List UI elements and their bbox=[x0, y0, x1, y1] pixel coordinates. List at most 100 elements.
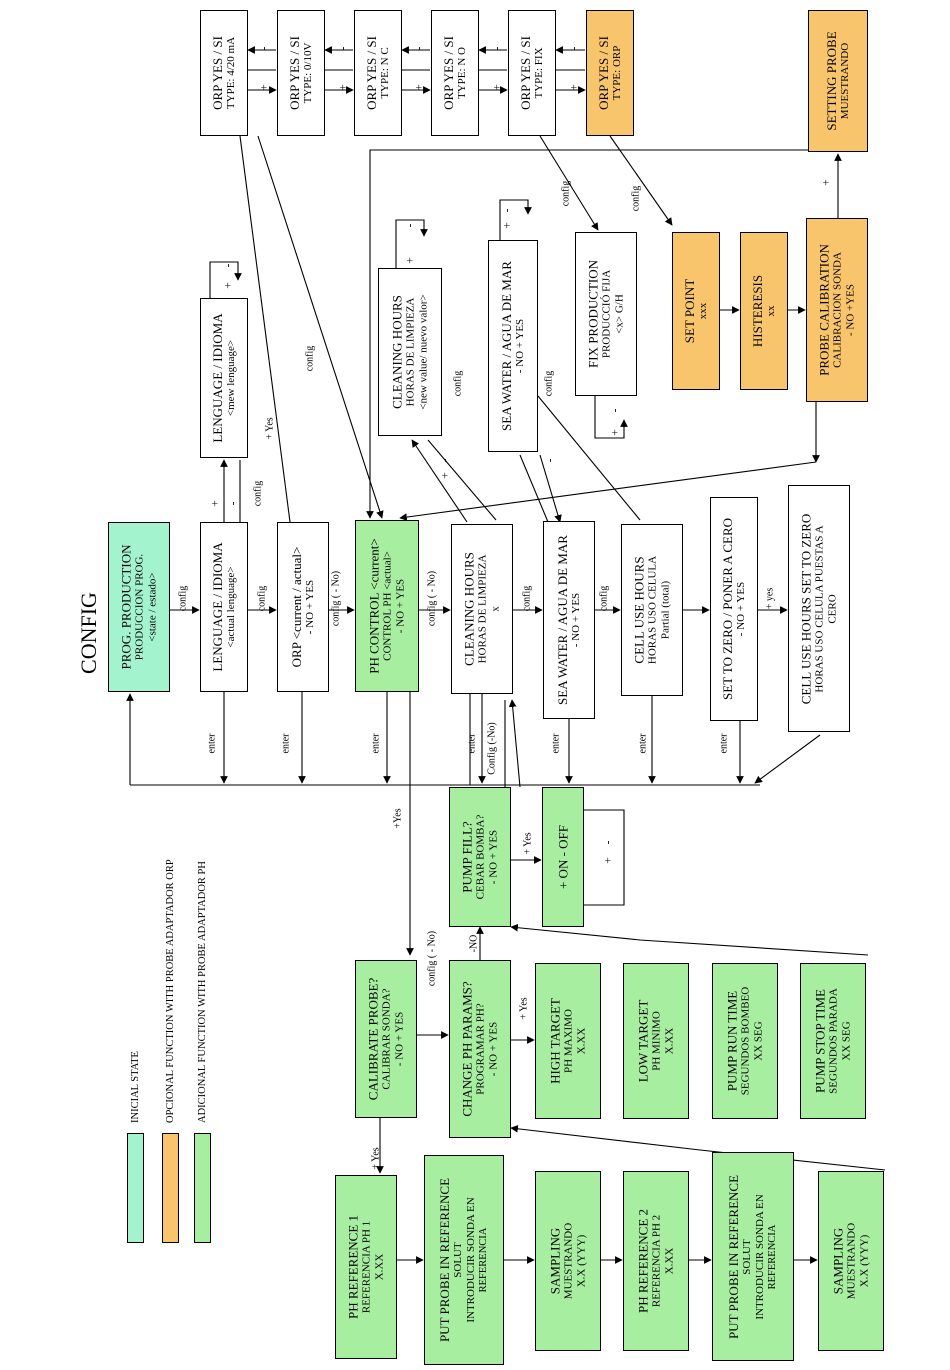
box-line: <state / estado> bbox=[146, 572, 159, 642]
edge-label: config bbox=[630, 185, 642, 212]
box-line: CELL USE HOURS bbox=[631, 556, 647, 664]
edge-label: config bbox=[256, 585, 268, 612]
box-line: XX SEG bbox=[840, 1021, 853, 1061]
box-line: X.X (YYY) bbox=[858, 1234, 871, 1288]
edge-label: config bbox=[304, 345, 316, 372]
connector bbox=[584, 809, 625, 906]
connector bbox=[411, 439, 468, 523]
edge-label: config ( - No) bbox=[330, 570, 342, 627]
box-line: ORP YES / SI bbox=[209, 36, 225, 110]
legend-swatch bbox=[162, 1133, 179, 1243]
box-line: X.XX bbox=[663, 1247, 676, 1275]
box-line: ORP YES / SI bbox=[363, 36, 379, 110]
box-line: TYPE: 4/20 mA bbox=[225, 36, 238, 110]
edge-label: config bbox=[543, 370, 555, 397]
connector bbox=[539, 135, 599, 231]
box-set-zero: SET TO ZERO / PONER A CERO- NO + YES bbox=[710, 497, 758, 721]
edge-label: enter bbox=[466, 733, 478, 754]
box-line: - NO + YES bbox=[514, 318, 527, 374]
box-text: ORP <current / actual>- NO + YES bbox=[289, 547, 317, 668]
box-text: + ON - OFF bbox=[555, 825, 570, 889]
box-line: - NO + YES bbox=[487, 829, 500, 885]
box-ph-control: PH CONTROL <current>CONTROL PH <actual>-… bbox=[355, 520, 419, 692]
box-line: X.X (YYY) bbox=[575, 1234, 588, 1288]
box-line: CALIBRAR SONDA? bbox=[380, 988, 393, 1090]
edge-label: - bbox=[489, 46, 504, 51]
box-line: PH REFERENCE 2 bbox=[635, 1208, 651, 1314]
box-line: TYPE: 0/10V bbox=[302, 42, 315, 104]
box-line: XX SEG bbox=[752, 1021, 765, 1061]
legend-swatch bbox=[194, 1133, 211, 1243]
box-sea: SEA WATER / AGUA DE MAR- NO + YES bbox=[543, 521, 595, 719]
box-line: xxx bbox=[697, 302, 710, 320]
box-change-ph: CHANGE PH PARAMS?PROGRAMAR PH?- NO + YES bbox=[449, 960, 511, 1138]
connector bbox=[257, 135, 384, 519]
box-line: REFERENCIA bbox=[767, 1224, 779, 1289]
box-line: ORP YES / SI bbox=[286, 36, 302, 110]
box-on-off: + ON - OFF bbox=[542, 787, 584, 927]
box-line: HORAS DE LIMPIEZA bbox=[476, 554, 489, 664]
box-line: CALIBRATE PROBE? bbox=[365, 977, 381, 1101]
box-line: PUMP STOP TIME bbox=[812, 988, 828, 1094]
box-line: - NO + YES bbox=[487, 1021, 500, 1077]
box-line: HORAS USO CELULA PUESTAS A bbox=[813, 524, 826, 693]
box-text: LENGUAGE / IDIOMA<mew lenguage> bbox=[210, 313, 238, 442]
box-line: <mew lenguage> bbox=[225, 339, 238, 417]
connector bbox=[754, 734, 821, 784]
box-line: MUESTRANDO bbox=[562, 1222, 575, 1300]
edge-label: enter bbox=[280, 733, 292, 754]
box-line: SET TO ZERO / PONER A CERO bbox=[719, 517, 735, 701]
legend-label: INICIAL STATE bbox=[130, 1051, 141, 1123]
box-line: HIGH TARGET bbox=[547, 998, 563, 1084]
edge-label: - bbox=[607, 408, 622, 413]
edge-label: - bbox=[220, 263, 235, 268]
box-line: TYPE: ORP bbox=[611, 45, 624, 101]
box-line: MUESTRANDO bbox=[839, 42, 852, 120]
legend-label: OPCIONAL FUNCTION WITH PROBE ADAPTADOR O… bbox=[165, 859, 176, 1123]
box-line: SEA WATER / AGUA DE MAR bbox=[554, 535, 570, 705]
box-line: - NO + YES bbox=[394, 578, 407, 634]
box-text: PH CONTROL <current>CONTROL PH <actual>-… bbox=[366, 538, 407, 674]
box-calibrate: CALIBRATE PROBE?CALIBRAR SONDA?- NO + YE… bbox=[355, 960, 417, 1118]
edge-label: config bbox=[177, 585, 189, 612]
box-line: TYPE: N C bbox=[379, 47, 392, 99]
edge-label: config ( - No) bbox=[426, 570, 438, 627]
box-line: SOLUT bbox=[741, 1238, 754, 1275]
connector bbox=[519, 454, 549, 523]
box-line: ORP <current / actual> bbox=[288, 546, 304, 668]
box-line: SEGUNDOS PARADA bbox=[827, 988, 840, 1094]
connector bbox=[510, 923, 869, 956]
box-line: SETTING PROBE bbox=[823, 31, 839, 131]
edge-label: + Yes bbox=[522, 832, 534, 855]
edge-label: enter bbox=[718, 733, 730, 754]
edge-label: + yes bbox=[764, 587, 776, 610]
box-line: PRODUCCION PROG. bbox=[133, 553, 146, 661]
connector bbox=[427, 439, 497, 521]
edge-label: - bbox=[335, 46, 350, 51]
box-orp: ORP <current / actual>- NO + YES bbox=[277, 522, 329, 692]
